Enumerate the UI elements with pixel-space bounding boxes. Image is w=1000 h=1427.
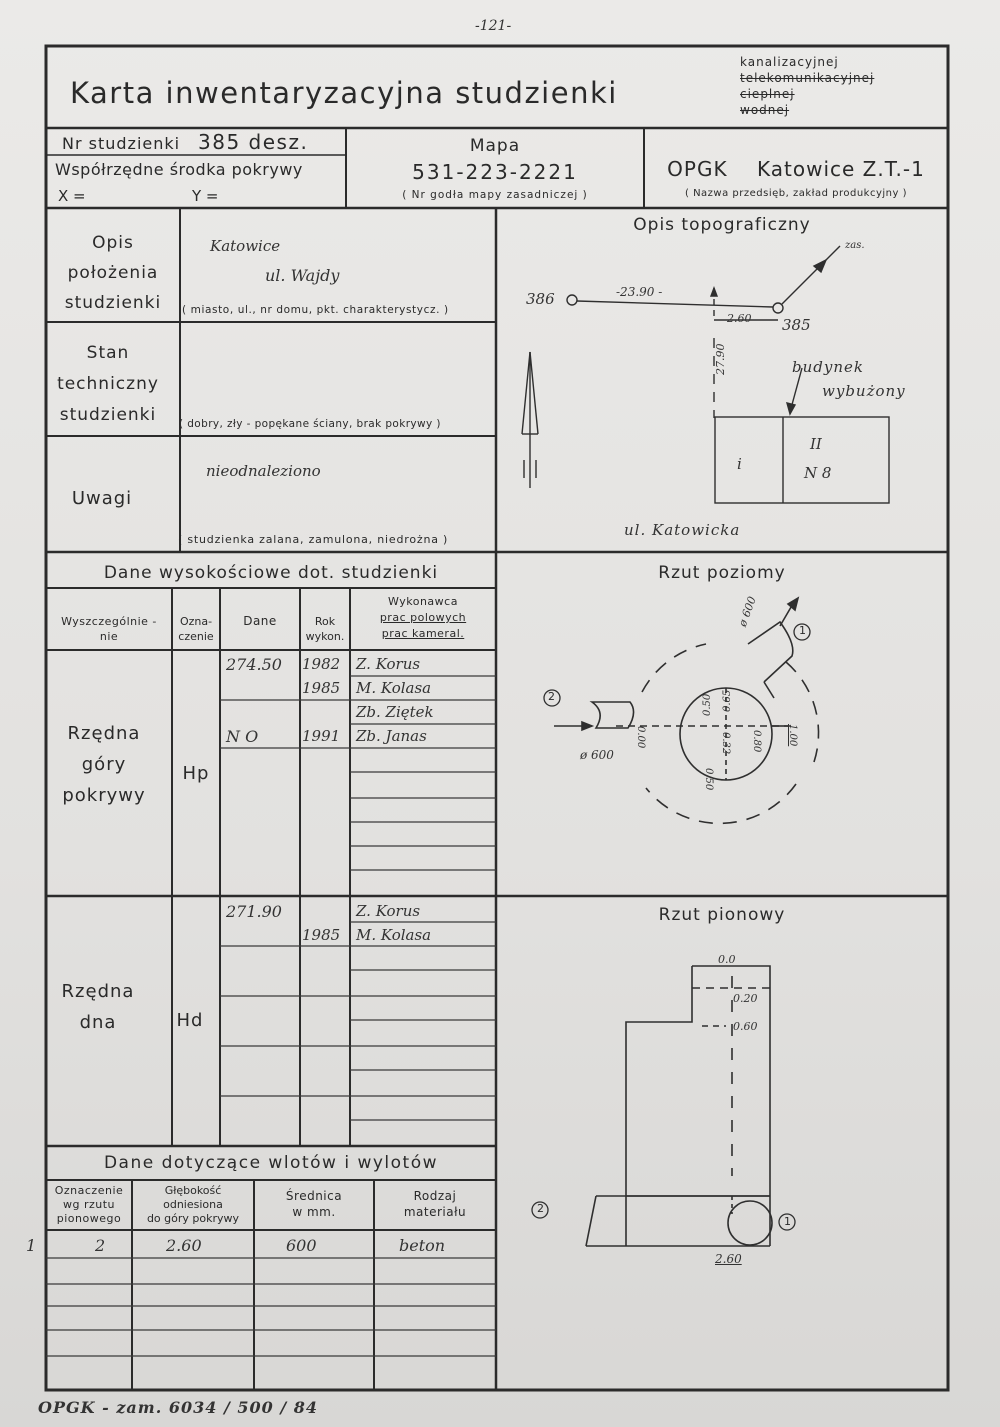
- plan-065: 0.65: [722, 689, 733, 712]
- plan-sketch: [543, 596, 820, 825]
- wloty-row-glebokosc: 2.60: [166, 1236, 202, 1255]
- section-00: 0.0: [718, 953, 736, 966]
- plan-100: 1.00: [787, 724, 798, 747]
- col-oznaczenie: Ozna-czenie: [178, 615, 214, 643]
- section-260: 2.60: [715, 1252, 742, 1266]
- point-386: 386: [526, 290, 555, 308]
- plan-inlet-1: 1: [799, 624, 806, 637]
- section-060: 0.60: [733, 1020, 758, 1033]
- plan-080: 0.80: [751, 730, 762, 753]
- wloty-row-material: beton: [399, 1236, 446, 1255]
- coords-label: Współrzędne środka pokrywy: [55, 160, 303, 179]
- top-code: Hp: [182, 763, 210, 784]
- wloty-row-a: 1: [26, 1236, 37, 1255]
- map-label: Mapa: [469, 136, 521, 156]
- bottom-code: Hd: [176, 1010, 204, 1031]
- col-dane: Dane: [243, 614, 277, 628]
- opis-city: Katowice: [210, 237, 281, 255]
- uwagi-note: ( studzienka zalana, zamulona, niedrożna…: [178, 533, 449, 546]
- col-wyszczegolnienie: Wyszczególnie -nie: [61, 615, 157, 643]
- building-left-label: i: [737, 455, 742, 473]
- street-label: ul. Katowicka: [624, 521, 741, 539]
- height-dane-cell: 274.50: [226, 655, 282, 674]
- height-dane-cell: N O: [226, 727, 259, 746]
- map-note: ( Nr godła mapy zasadniczej ): [402, 189, 588, 201]
- plan-050: 0.50: [702, 693, 713, 716]
- dist-2-60: 2.60: [727, 312, 752, 325]
- height-wyk-cell: M. Kolasa: [356, 679, 432, 697]
- section-020: 0.20: [733, 992, 758, 1005]
- height-rok-cell: 1985: [302, 679, 341, 697]
- map-value: 531-223-2221: [412, 160, 578, 184]
- x-label: X =: [58, 187, 86, 205]
- type-list: kanalizacyjnej telekomunikacyjnej ciepln…: [740, 54, 874, 118]
- building-floors: II: [810, 435, 822, 453]
- section-sketch: [531, 965, 796, 1247]
- plan-000: 0.00: [635, 726, 646, 749]
- dist-27-90: 27.90: [714, 343, 727, 376]
- height-wyk-cell: M. Kolasa: [356, 926, 432, 944]
- plan-d600-left: ø 600: [580, 748, 614, 762]
- wloty-row-b: 2: [95, 1236, 106, 1255]
- section-title: Rzut pionowy: [658, 905, 786, 925]
- plan-inlet-2: 2: [548, 690, 555, 703]
- height-rok-cell: 1985: [302, 926, 341, 944]
- plan-title: Rzut poziomy: [658, 563, 786, 583]
- wloty-row-srednica: 600: [286, 1236, 317, 1255]
- uwagi-value: nieodnaleziono: [206, 462, 321, 480]
- point-385: 385: [782, 316, 811, 334]
- stan-note: ( dobry, zły - popękane ściany, brak pok…: [179, 418, 441, 430]
- zas-label: zas.: [845, 240, 865, 251]
- dist-23-90: -23.90 -: [616, 285, 663, 299]
- height-wyk-cell: Z. Korus: [356, 655, 421, 673]
- wloty-title: Dane dotyczące wlotów i wylotów: [103, 1153, 439, 1173]
- company-note: ( Nazwa przedsięb, zakład produkcyjny ): [684, 188, 907, 199]
- form-title: Karta inwentaryzacyjna studzienki: [70, 76, 618, 110]
- col-wykonawca: Wykonawca prac polowych prac kameral.: [379, 595, 467, 640]
- nr-label: Nr studzienki: [62, 134, 181, 153]
- building-number: N 8: [804, 464, 832, 482]
- height-rok-cell: 1991: [302, 727, 341, 745]
- opis-note: ( miasto, ul., nr domu, pkt. charakterys…: [182, 304, 449, 316]
- uwagi-label: Uwagi: [71, 488, 133, 509]
- nr-value: 385 desz.: [198, 130, 309, 154]
- section-inlet-1: 1: [784, 1215, 791, 1228]
- height-wyk-cell: Zb. Ziętek: [356, 703, 434, 721]
- type-wodnej: wodnej: [740, 103, 790, 117]
- budynek-label: budynek: [792, 358, 864, 376]
- height-wyk-cell: Z. Korus: [356, 902, 421, 920]
- company-value: OPGK Katowice Z.T.-1: [667, 157, 925, 181]
- height-wyk-cell: Zb. Janas: [356, 727, 427, 745]
- opis-street: ul. Wajdy: [265, 266, 340, 285]
- y-label: Y =: [192, 187, 219, 205]
- type-telekomunikacyjnej: telekomunikacyjnej: [740, 71, 875, 85]
- plan-032: 0.32: [720, 732, 731, 755]
- type-kanalizacyjnej: kanalizacyjnej: [740, 55, 839, 69]
- topo-sketch: [521, 245, 890, 504]
- section-inlet-2: 2: [537, 1202, 544, 1215]
- footer-order: OPGK - zam. 6034 / 500 / 84: [38, 1398, 319, 1417]
- height-dane-cell: 271.90: [226, 902, 282, 921]
- page-number: -121-: [475, 18, 512, 34]
- topo-title: Opis topograficzny: [633, 215, 811, 235]
- type-cieplnej: cieplnej: [740, 87, 795, 101]
- heights-title: Dane wysokościowe dot. studzienki: [103, 563, 439, 583]
- plan-050b: 0.50: [703, 768, 714, 791]
- wyburzony-label: wybużony: [822, 382, 906, 400]
- height-rok-cell: 1982: [302, 655, 341, 673]
